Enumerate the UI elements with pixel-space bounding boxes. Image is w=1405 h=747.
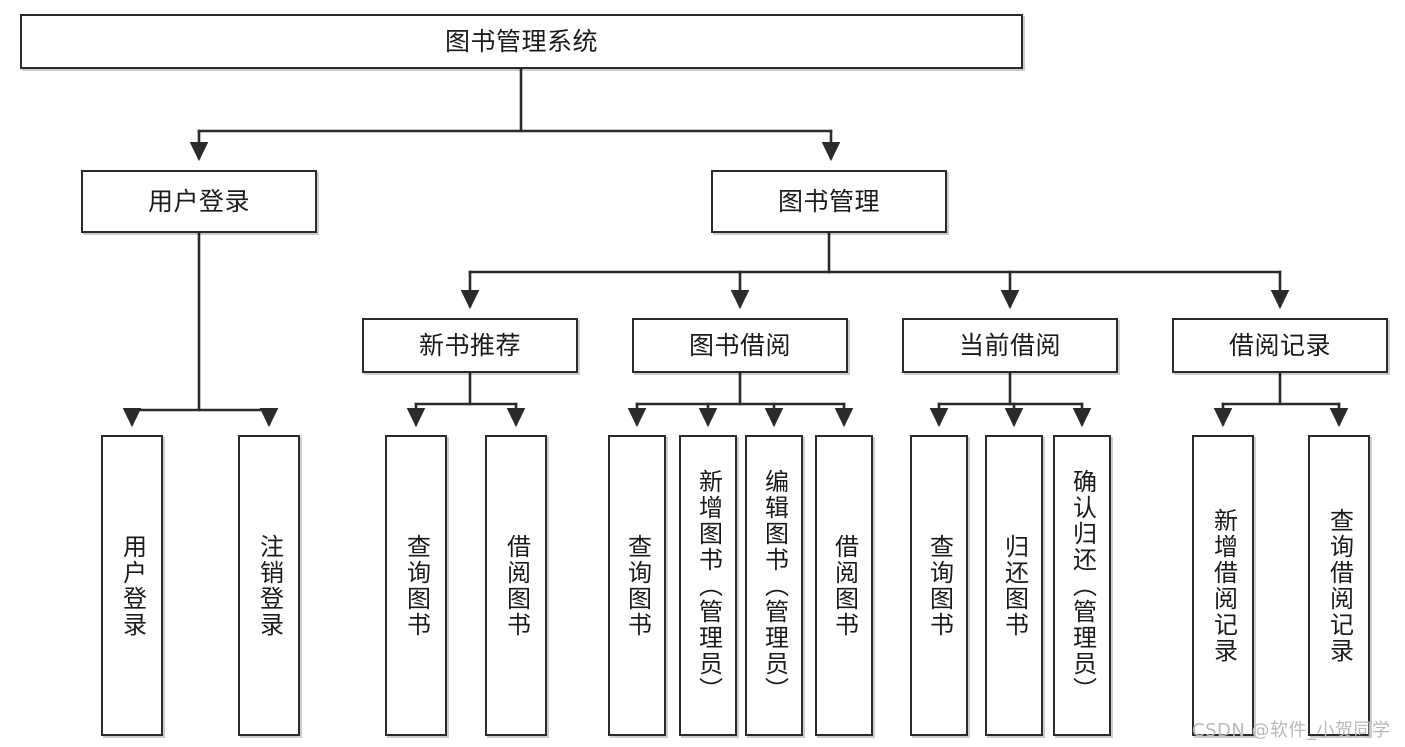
node-label: 查询图书 xyxy=(402,533,431,638)
leaf-edit-book-admin[interactable]: 编辑图书（管理员） xyxy=(745,435,803,736)
node-label: 新书推荐 xyxy=(418,330,521,360)
leaf-add-book-admin[interactable]: 新增图书（管理员） xyxy=(679,435,737,736)
leaf-add-borrow-record[interactable]: 新增借阅记录 xyxy=(1192,435,1254,736)
node-label: 注销登录 xyxy=(255,533,284,638)
node-label: 查询图书 xyxy=(623,533,652,638)
node-label: 用户登录 xyxy=(147,186,250,216)
node-book-borrowing[interactable]: 图书借阅 xyxy=(632,318,848,373)
node-label: 归还图书 xyxy=(1000,533,1029,638)
node-current-borrowing[interactable]: 当前借阅 xyxy=(902,318,1118,373)
node-user-login[interactable]: 用户登录 xyxy=(81,170,317,233)
leaf-borrow-book-borrowing[interactable]: 借阅图书 xyxy=(815,435,873,736)
node-label: 查询图书 xyxy=(925,533,954,638)
node-label: 确认归还（管理员） xyxy=(1068,468,1097,703)
leaf-query-book-borrowing[interactable]: 查询图书 xyxy=(608,435,666,736)
leaf-borrow-book-recommendation[interactable]: 借阅图书 xyxy=(485,435,547,736)
node-label: 借阅图书 xyxy=(502,533,531,638)
node-label: 借阅记录 xyxy=(1228,330,1331,360)
node-label: 新增借阅记录 xyxy=(1209,507,1238,664)
node-label: 用户登录 xyxy=(118,533,147,638)
watermark-text: CSDN @软件_小贺同学 xyxy=(1192,720,1391,741)
leaf-confirm-return-admin[interactable]: 确认归还（管理员） xyxy=(1053,435,1111,736)
leaf-query-book-recommendation[interactable]: 查询图书 xyxy=(385,435,447,736)
node-label: 新增图书（管理员） xyxy=(694,468,723,703)
node-root-system[interactable]: 图书管理系统 xyxy=(20,14,1023,69)
node-new-book-recommendation[interactable]: 新书推荐 xyxy=(362,318,578,373)
node-label: 查询借阅记录 xyxy=(1325,507,1354,664)
leaf-logout[interactable]: 注销登录 xyxy=(238,435,300,736)
node-book-management[interactable]: 图书管理 xyxy=(711,170,947,233)
leaf-return-book[interactable]: 归还图书 xyxy=(985,435,1043,736)
node-label: 图书管理系统 xyxy=(444,26,598,56)
node-borrowing-records[interactable]: 借阅记录 xyxy=(1172,318,1388,373)
node-label: 图书借阅 xyxy=(688,330,791,360)
leaf-query-borrow-record[interactable]: 查询借阅记录 xyxy=(1308,435,1370,736)
node-label: 借阅图书 xyxy=(830,533,859,638)
leaf-query-book-current[interactable]: 查询图书 xyxy=(910,435,968,736)
node-label: 图书管理 xyxy=(777,186,880,216)
node-label: 当前借阅 xyxy=(958,330,1061,360)
node-label: 编辑图书（管理员） xyxy=(760,468,789,703)
leaf-user-login[interactable]: 用户登录 xyxy=(101,435,163,736)
